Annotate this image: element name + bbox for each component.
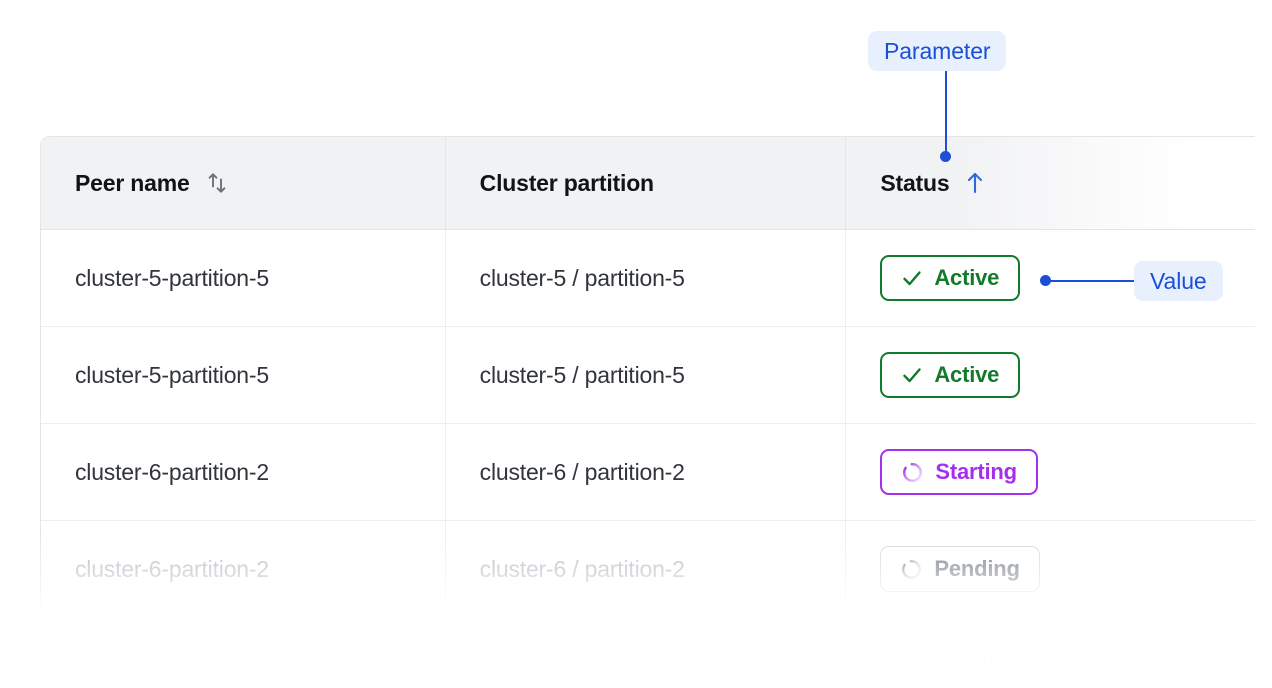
- status-label: Starting: [935, 459, 1017, 484]
- spinner-icon: [901, 461, 924, 484]
- value-callout-dot: [1040, 275, 1051, 286]
- parameter-callout-dot: [940, 151, 951, 162]
- table-row[interactable]: cluster-6-partition-2 cluster-6 / partit…: [41, 521, 1255, 618]
- cell-status: Pending: [846, 521, 1255, 617]
- table-row[interactable]: Pending: [41, 618, 1255, 688]
- cell-status: Active: [846, 327, 1255, 423]
- cell-peer-name: [41, 618, 446, 688]
- status-label: Pending: [934, 556, 1020, 581]
- status-badge: Starting: [880, 449, 1038, 495]
- status-label: Active: [934, 362, 1000, 387]
- cell-cluster-partition: cluster-6 / partition-2: [446, 521, 847, 617]
- cell-cluster-partition: cluster-5 / partition-5: [446, 327, 847, 423]
- cell-peer-name: cluster-6-partition-2: [41, 424, 446, 520]
- parameter-callout-label: Parameter: [868, 31, 1007, 71]
- cell-peer-name: cluster-5-partition-5: [41, 230, 446, 326]
- cell-status: Pending: [846, 618, 1255, 688]
- table-row[interactable]: cluster-5-partition-5 cluster-5 / partit…: [41, 327, 1255, 424]
- peers-table: Peer name Cluster partition Status: [40, 136, 1255, 688]
- status-badge: Pending: [880, 546, 1040, 592]
- value-callout-label: Value: [1134, 261, 1223, 301]
- column-header-label: Status: [880, 169, 950, 196]
- status-badge: Active: [880, 352, 1021, 398]
- arrow-up-icon[interactable]: [963, 170, 987, 196]
- status-badge: Active: [880, 255, 1021, 301]
- cell-cluster-partition: [446, 618, 847, 688]
- cell-cluster-partition: cluster-6 / partition-2: [446, 424, 847, 520]
- cell-peer-name: cluster-6-partition-2: [41, 521, 446, 617]
- column-header-label: Cluster partition: [479, 169, 654, 196]
- column-header-peer-name[interactable]: Peer name: [41, 137, 446, 229]
- column-header-status[interactable]: Status: [846, 137, 1255, 229]
- sort-updown-icon[interactable]: [204, 170, 230, 196]
- check-icon: [901, 267, 923, 289]
- table-row[interactable]: cluster-5-partition-5 cluster-5 / partit…: [41, 230, 1255, 327]
- status-label: Pending: [934, 653, 1020, 678]
- cell-status: Active: [846, 230, 1255, 326]
- table-row[interactable]: cluster-6-partition-2 cluster-6 / partit…: [41, 424, 1255, 521]
- value-callout-line: [1048, 280, 1136, 282]
- status-badge: Pending: [880, 643, 1040, 688]
- column-header-label: Peer name: [75, 169, 190, 196]
- status-label: Active: [934, 265, 1000, 290]
- peers-table-container: Peer name Cluster partition Status: [40, 136, 1272, 688]
- table-header-row: Peer name Cluster partition Status: [41, 137, 1255, 230]
- parameter-callout-line: [945, 71, 947, 156]
- spinner-icon: [900, 558, 923, 581]
- spinner-icon: [900, 655, 923, 678]
- cell-peer-name: cluster-5-partition-5: [41, 327, 446, 423]
- check-icon: [901, 364, 923, 386]
- cell-status: Starting: [846, 424, 1255, 520]
- column-header-cluster-partition[interactable]: Cluster partition: [446, 137, 847, 229]
- cell-cluster-partition: cluster-5 / partition-5: [446, 230, 847, 326]
